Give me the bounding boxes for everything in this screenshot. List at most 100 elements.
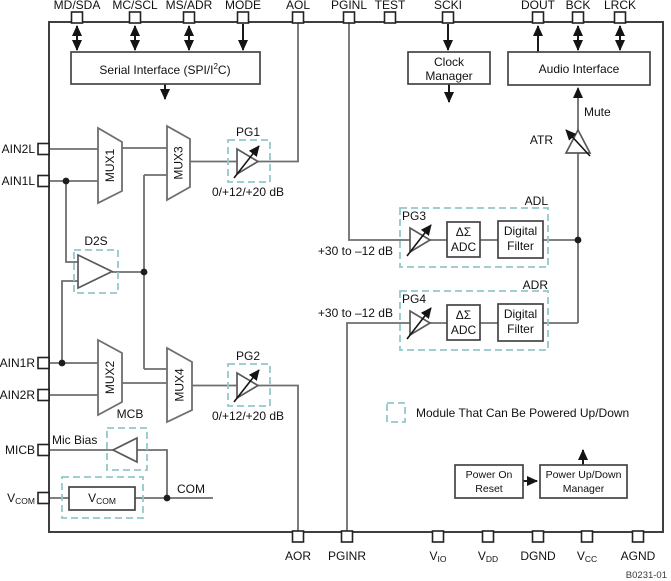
digital-filter-right-label-2: Filter — [507, 322, 534, 336]
pin-pginr-label: PGINR — [328, 549, 366, 563]
digital-filter-left-label-2: Filter — [507, 239, 534, 253]
pin-micb-label: MICB — [5, 443, 35, 457]
pin-ain1r-label: AIN1R — [0, 356, 35, 370]
audio-interface-label: Audio Interface — [539, 62, 620, 76]
adl-label: ADL — [525, 194, 549, 208]
pin-vdd-label: VDD — [478, 549, 498, 564]
power-manager-label-1: Power Up/Down — [546, 469, 622, 481]
adc-block-left — [446, 221, 481, 258]
adr-label: ADR — [523, 278, 549, 292]
atr-label: ATR — [530, 133, 553, 147]
pin-pginr — [340, 530, 354, 543]
legend-label: Module That Can Be Powered Up/Down — [416, 406, 629, 420]
pin-scki-label: SCKI — [434, 0, 462, 12]
pin-vio-label: VIO — [430, 549, 447, 564]
powered-module-outlines — [61, 139, 549, 519]
pin-mode-label: MODE — [225, 0, 261, 12]
pin-ain1l-label: AIN1L — [2, 174, 36, 188]
pin-bck — [571, 11, 585, 24]
mic-bias-label: Mic Bias — [52, 433, 97, 447]
pg1-amp — [233, 145, 260, 179]
d2s-amp — [77, 253, 114, 290]
power-on-reset-block — [454, 464, 524, 499]
atr-amp — [564, 128, 592, 157]
digital-filter-right-label-1: Digital — [504, 307, 537, 321]
pin-mc-scl — [128, 11, 142, 24]
mux1-shape — [97, 126, 123, 205]
pin-vdd — [481, 530, 495, 543]
junction-dots — [58, 177, 582, 502]
serial-interface-block — [70, 51, 261, 85]
mux4-label: MUX4 — [173, 368, 187, 402]
adc-right-label-2: ADC — [451, 323, 477, 337]
pin-ms-adr-label: MS/ADR — [166, 0, 213, 12]
vcom-module-box — [61, 476, 144, 519]
pg4-amp — [406, 307, 432, 340]
chip-outline — [48, 21, 664, 533]
legend-module-swatch — [386, 402, 406, 423]
pin-vcom — [37, 491, 50, 505]
mux4-shape — [166, 346, 193, 424]
pg4-gain-label: +30 to –12 dB — [318, 306, 393, 320]
arrow-wires — [72, 24, 625, 486]
adc-left-label-2: ADC — [451, 240, 477, 254]
pg1-label: PG1 — [236, 125, 260, 139]
pin-scki — [441, 11, 455, 24]
pin-dout-label: DOUT — [521, 0, 556, 12]
pg1-module-box — [227, 139, 271, 183]
pin-agnd-label: AGND — [621, 549, 656, 563]
pin-vcc — [580, 530, 594, 543]
pin-ain1r — [37, 356, 50, 370]
pin-lrck-label: LRCK — [604, 0, 636, 12]
pin-dgnd — [531, 530, 545, 543]
figure-id: B0231-01 — [626, 570, 667, 581]
pin-pginl — [342, 11, 356, 24]
pin-ain2r-label: AIN2R — [0, 388, 35, 402]
digital-filter-block-left — [497, 220, 544, 259]
digital-filter-block-right — [497, 303, 544, 342]
adc-right-label-1: ΔΣ — [456, 308, 471, 322]
mux3-label: MUX3 — [172, 146, 186, 180]
top-pins: MD/SDA MC/SCL MS/ADR MODE AOL PGINL TEST… — [54, 0, 636, 24]
pg2-gain-label: 0/+12/+20 dB — [212, 409, 284, 423]
com-label: COM — [177, 482, 205, 496]
pg3-label: PG3 — [402, 209, 426, 223]
mux3-shape — [166, 124, 191, 202]
pin-dgnd-label: DGND — [520, 549, 556, 563]
pg2-label: PG2 — [236, 349, 260, 363]
mux1-label: MUX1 — [103, 149, 117, 183]
adr-module-box — [399, 290, 549, 351]
mux2-label: MUX2 — [103, 361, 117, 395]
pin-test-label: TEST — [375, 0, 406, 12]
pin-ms-adr — [182, 11, 196, 24]
adc-block-right — [446, 304, 481, 341]
pin-lrck — [613, 11, 627, 24]
pin-aol — [291, 11, 305, 24]
pin-test — [383, 11, 397, 24]
pin-micb — [37, 443, 50, 457]
adc-left-label-1: ΔΣ — [456, 225, 471, 239]
d2s-module-box — [73, 249, 119, 294]
left-pins: AIN2L AIN1L AIN1R AIN2R MICB VCOM — [0, 142, 50, 506]
digital-filter-left-label-1: Digital — [504, 224, 537, 238]
pin-mc-scl-label: MC/SCL — [112, 0, 158, 12]
mcb-amp — [111, 436, 138, 464]
pg2-amp — [233, 369, 260, 403]
mcb-label: MCB — [117, 407, 144, 421]
pin-mode — [236, 11, 250, 24]
pin-agnd — [631, 530, 645, 543]
bottom-pins: AOR PGINR VIO VDD DGND VCC AGND — [285, 530, 656, 564]
pg3-gain-label: +30 to –12 dB — [318, 244, 393, 258]
pin-ain2l — [37, 142, 50, 156]
power-up-down-manager-block — [539, 464, 628, 499]
pin-md-sda — [70, 11, 84, 24]
audio-interface-block — [507, 51, 651, 86]
adl-module-box — [399, 207, 549, 268]
pin-bck-label: BCK — [566, 0, 591, 12]
pin-ain2r — [37, 388, 50, 402]
pin-aor-label: AOR — [285, 549, 311, 563]
pg1-gain-label: 0/+12/+20 dB — [212, 185, 284, 199]
pin-vio — [431, 530, 445, 543]
